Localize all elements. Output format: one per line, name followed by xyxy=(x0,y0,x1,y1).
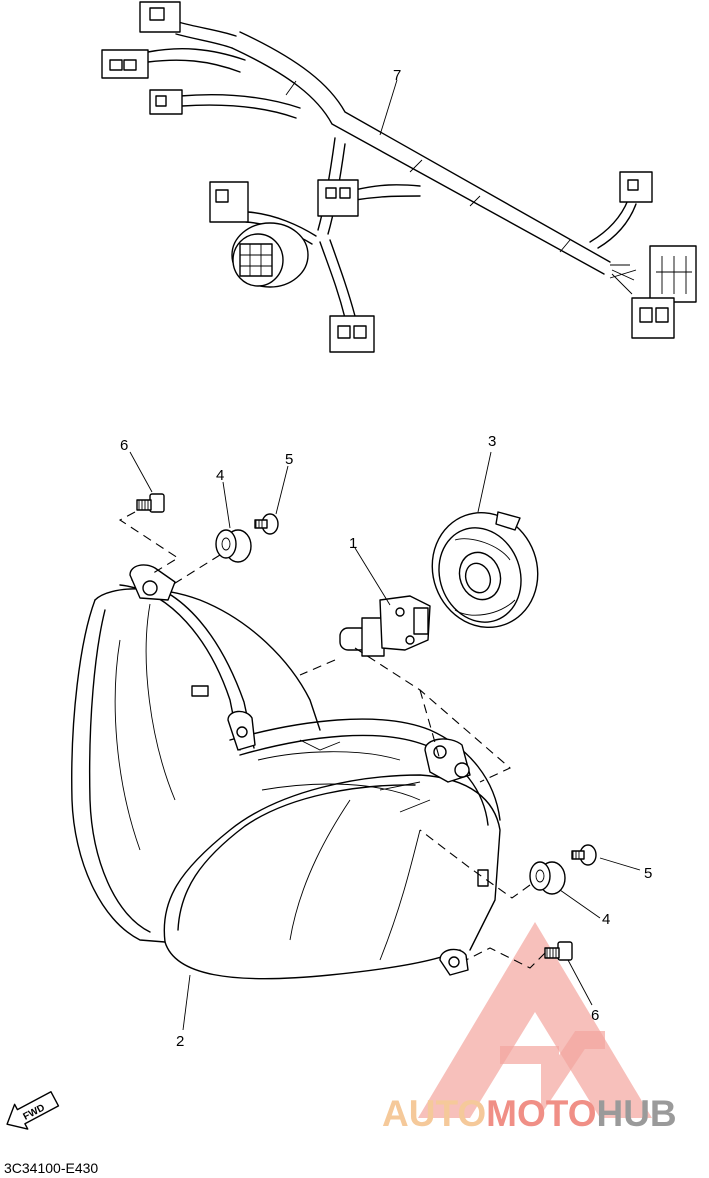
harness-connector-right-top xyxy=(619,171,653,203)
callout-1: 1 xyxy=(349,535,357,552)
diagram-code: 3C34100-E430 xyxy=(4,1160,99,1176)
harness-round-socket xyxy=(231,222,309,288)
watermark-logo xyxy=(418,922,652,1118)
watermark-hub: HUB xyxy=(596,1093,676,1134)
headlight-housing xyxy=(71,564,501,980)
grommet-top xyxy=(215,529,252,563)
leader-lines xyxy=(129,79,641,1031)
callout-2: 2 xyxy=(176,1033,184,1050)
headlight-bulb xyxy=(339,595,431,657)
harness-connector-bottom xyxy=(329,315,375,353)
dust-cover xyxy=(431,511,539,629)
callout-4-bottom: 4 xyxy=(602,911,610,928)
harness-connector-top xyxy=(139,1,181,33)
svg-text:AUTOMOTOHUB: AUTOMOTOHUB xyxy=(382,1093,677,1134)
callout-5-bottom: 5 xyxy=(644,865,652,882)
bolt-top xyxy=(136,493,165,513)
grommet-bottom xyxy=(529,861,566,895)
harness-connector-right-block xyxy=(649,245,697,303)
harness-connector-2 xyxy=(101,49,149,79)
wire-harness xyxy=(147,21,637,319)
callout-3: 3 xyxy=(488,433,496,450)
assembly-lines xyxy=(118,511,546,969)
harness-connector-4 xyxy=(209,181,249,223)
callout-5-top: 5 xyxy=(285,451,293,468)
fwd-arrow-icon: FWD xyxy=(6,1091,60,1130)
callout-4-top: 4 xyxy=(216,467,224,484)
screw-top xyxy=(254,513,279,535)
harness-connector-5 xyxy=(317,179,359,217)
bolt-bottom xyxy=(544,941,573,961)
callout-6-bottom: 6 xyxy=(591,1007,599,1024)
harness-connector-3 xyxy=(149,89,183,115)
screw-bottom xyxy=(571,844,597,866)
callout-7: 7 xyxy=(393,67,401,84)
callout-6-top: 6 xyxy=(120,437,128,454)
harness-connector-right-bottom xyxy=(631,297,675,339)
watermark-moto: MOTO xyxy=(486,1093,596,1134)
watermark-auto: AUTO xyxy=(382,1093,486,1134)
